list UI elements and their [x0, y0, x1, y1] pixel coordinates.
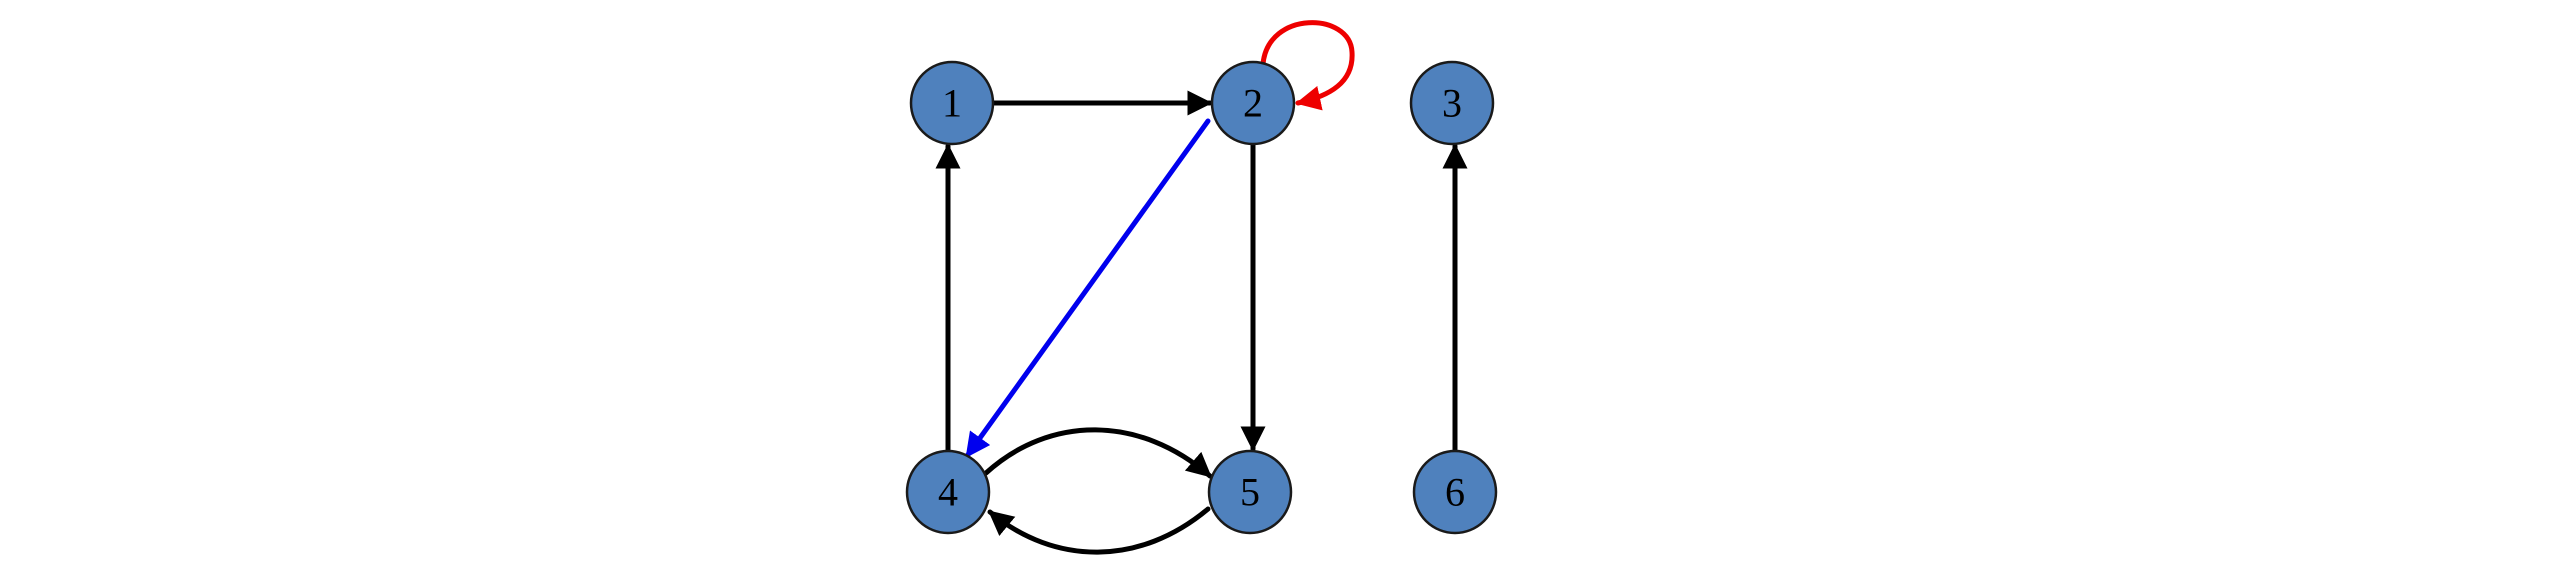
- node-5-label: 5: [1240, 470, 1260, 515]
- edge-2-to-2: [1260, 20, 1355, 111]
- node-4-label: 4: [938, 470, 958, 515]
- node-4: 4: [905, 449, 991, 535]
- node-3-circle: [1409, 60, 1495, 146]
- edge-4-to-5: [983, 427, 1213, 479]
- node-2: 2: [1210, 60, 1296, 146]
- node-6-label: 6: [1445, 470, 1465, 515]
- node-1-label: 1: [942, 81, 962, 126]
- nodes-layer: 1 2 3 4 5 6: [905, 60, 1498, 535]
- node-3: 3: [1409, 60, 1495, 146]
- edge-5-to-4: [987, 506, 1211, 555]
- node-2-circle: [1210, 60, 1296, 146]
- node-1: 1: [909, 60, 995, 146]
- edges-layer: [935, 20, 1468, 555]
- node-5-circle: [1207, 449, 1293, 535]
- node-2-label: 2: [1243, 81, 1263, 126]
- node-5: 5: [1207, 449, 1293, 535]
- node-1-circle: [909, 60, 995, 146]
- node-6: 6: [1412, 449, 1498, 535]
- edge-2-to-4: [964, 118, 1211, 459]
- node-4-circle: [905, 449, 991, 535]
- node-6-circle: [1412, 449, 1498, 535]
- node-3-label: 3: [1442, 81, 1462, 126]
